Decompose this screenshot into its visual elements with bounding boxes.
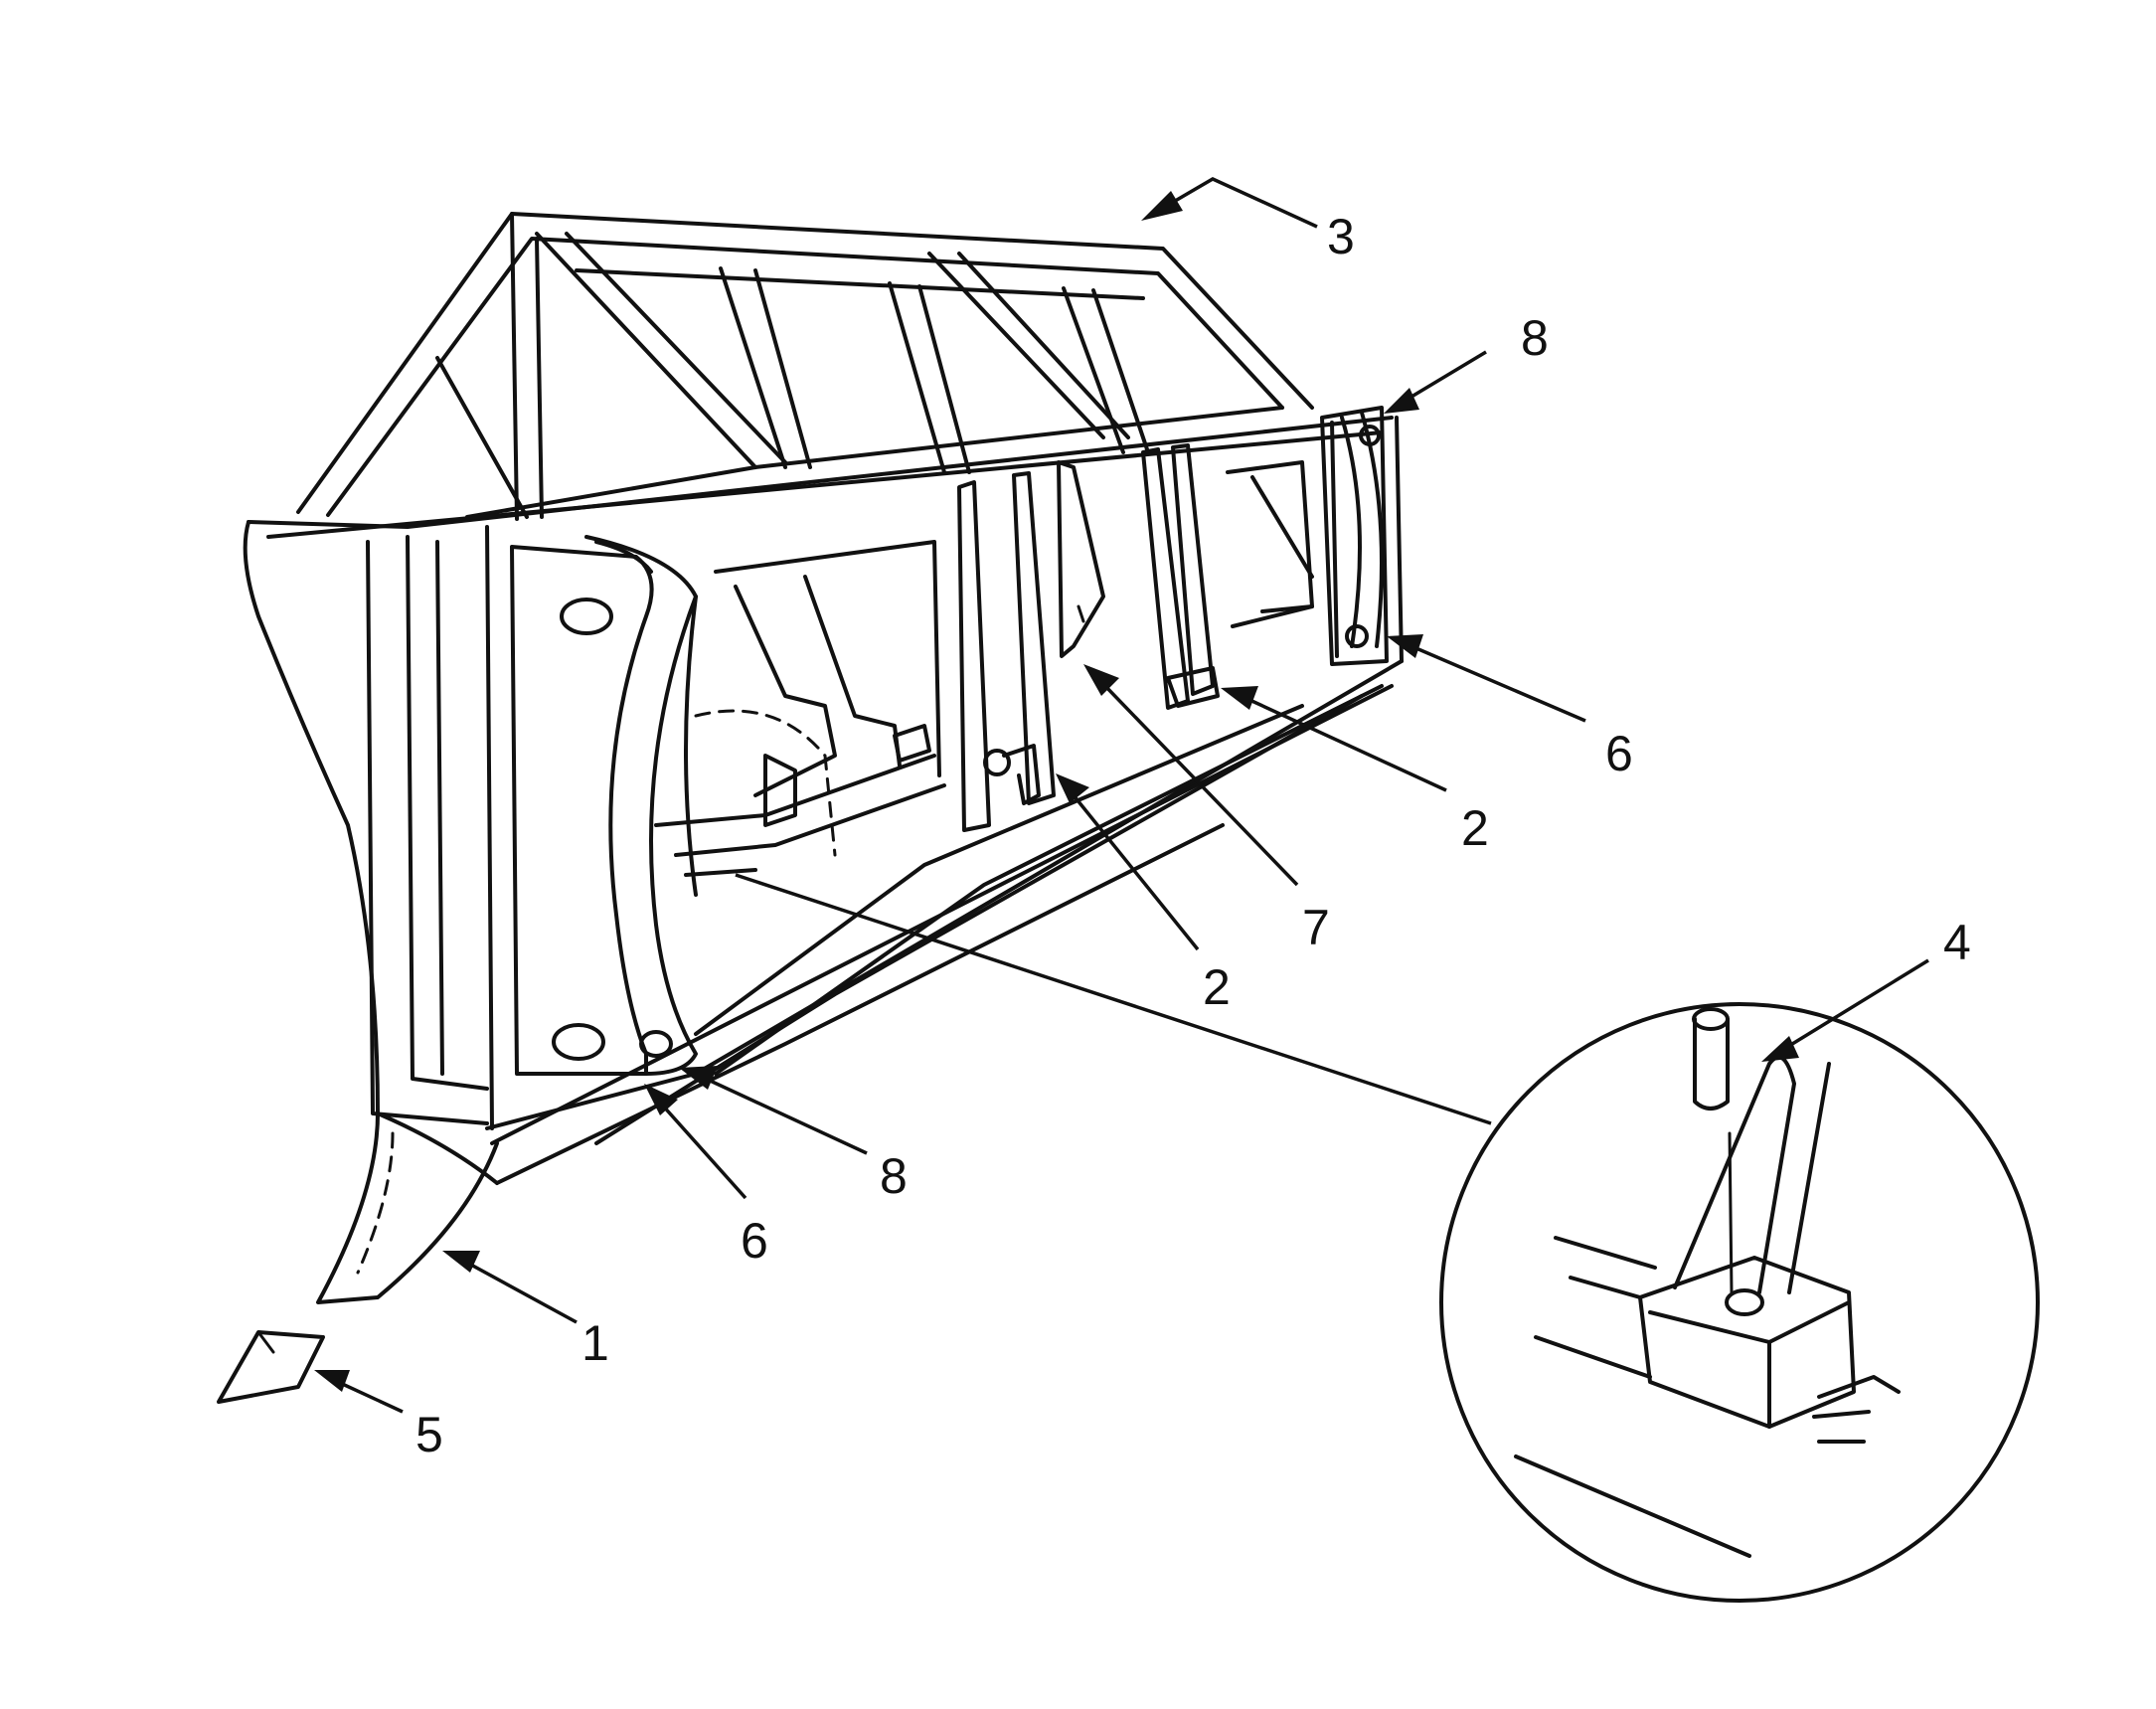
callout-2-right: 2	[1461, 800, 1489, 856]
dozer-blade	[243, 416, 1404, 1304]
center-braces	[654, 540, 946, 897]
blade-truss-frame	[296, 212, 1314, 521]
callout-3: 3	[1327, 209, 1355, 264]
callout-labels: 3 8 6 2 7 2 4 8 6 1 5	[415, 209, 1971, 1462]
cutting-tip	[217, 1330, 325, 1404]
callout-6-right: 6	[1605, 726, 1633, 781]
callout-8-bottom: 8	[880, 1148, 908, 1204]
callout-4: 4	[1943, 915, 1971, 970]
end-bit-blade-7	[1057, 460, 1105, 658]
end-bit-1	[957, 471, 1056, 832]
callout-leaders	[314, 177, 1929, 1414]
left-push-arm	[510, 535, 698, 1076]
callout-6-bottom: 6	[741, 1213, 768, 1269]
callout-7: 7	[1302, 900, 1330, 955]
detail-inset	[735, 873, 2040, 1603]
callout-2-center: 2	[1203, 959, 1231, 1015]
callout-1: 1	[581, 1315, 609, 1371]
callout-8-top: 8	[1521, 310, 1549, 366]
end-bit-2	[1141, 443, 1220, 710]
callout-5: 5	[415, 1407, 443, 1462]
blade-lower-face	[376, 684, 1384, 1185]
right-end-bit	[1226, 406, 1389, 666]
